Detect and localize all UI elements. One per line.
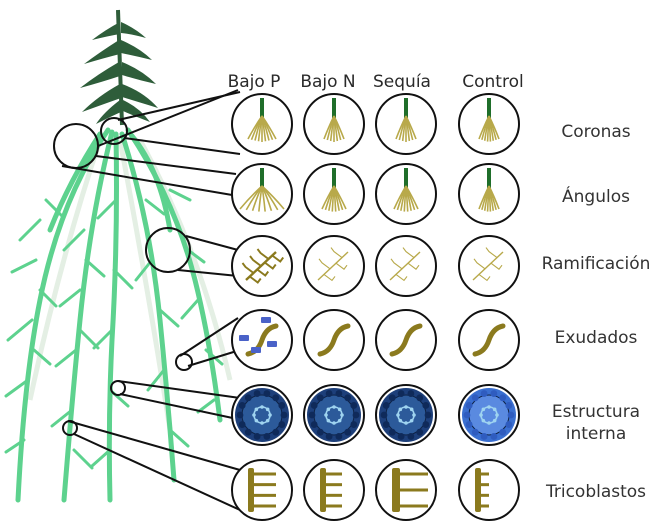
trait-exudados-control <box>459 310 519 370</box>
trait-ramificacion-sequia <box>376 236 436 296</box>
trait-estructura-interna-bajo-p <box>232 385 292 445</box>
trait-coronas-bajo-n <box>304 94 364 154</box>
trait-tricoblastos-bajo-p <box>232 460 292 520</box>
trait-tricoblastos-control <box>459 460 519 520</box>
trait-estructura-interna-bajo-n <box>304 385 364 445</box>
row-label-ramificacion: Ramificación <box>531 253 658 275</box>
row-label-estructura-line1: Estructura <box>552 402 640 422</box>
trait-angulos-sequia <box>376 164 436 224</box>
root-system-illustration <box>6 10 242 510</box>
trait-angulos-bajo-p <box>232 164 292 224</box>
trait-angulos-bajo-n <box>304 164 364 224</box>
column-label-control: Control <box>448 72 538 92</box>
trait-angulos-control <box>459 164 519 224</box>
trait-estructura-interna-sequia <box>376 385 436 445</box>
column-label-sequia: Sequía <box>357 72 447 92</box>
row-label-estructura-line2: interna <box>566 424 627 444</box>
trait-estructura-interna-control <box>459 385 519 445</box>
row-label-tricoblastos: Tricoblastos <box>531 481 658 503</box>
row-label-coronas: Coronas <box>531 121 658 143</box>
row-label-exudados: Exudados <box>531 327 658 349</box>
trait-tricoblastos-sequia <box>376 460 436 520</box>
row-label-estructura-interna: Estructura interna <box>531 401 658 445</box>
trait-ramificacion-bajo-n <box>304 236 364 296</box>
trait-exudados-bajo-p <box>232 310 292 370</box>
shoot <box>80 10 158 125</box>
trait-grid <box>232 94 519 520</box>
trait-ramificacion-bajo-p <box>232 236 292 296</box>
trait-exudados-sequia <box>376 310 436 370</box>
trait-exudados-bajo-n <box>304 310 364 370</box>
trait-coronas-bajo-p <box>232 94 292 154</box>
trait-coronas-control <box>459 94 519 154</box>
row-label-angulos: Ángulos <box>531 186 658 208</box>
trait-ramificacion-control <box>459 236 519 296</box>
trait-coronas-sequia <box>376 94 436 154</box>
trait-tricoblastos-bajo-n <box>304 460 364 520</box>
